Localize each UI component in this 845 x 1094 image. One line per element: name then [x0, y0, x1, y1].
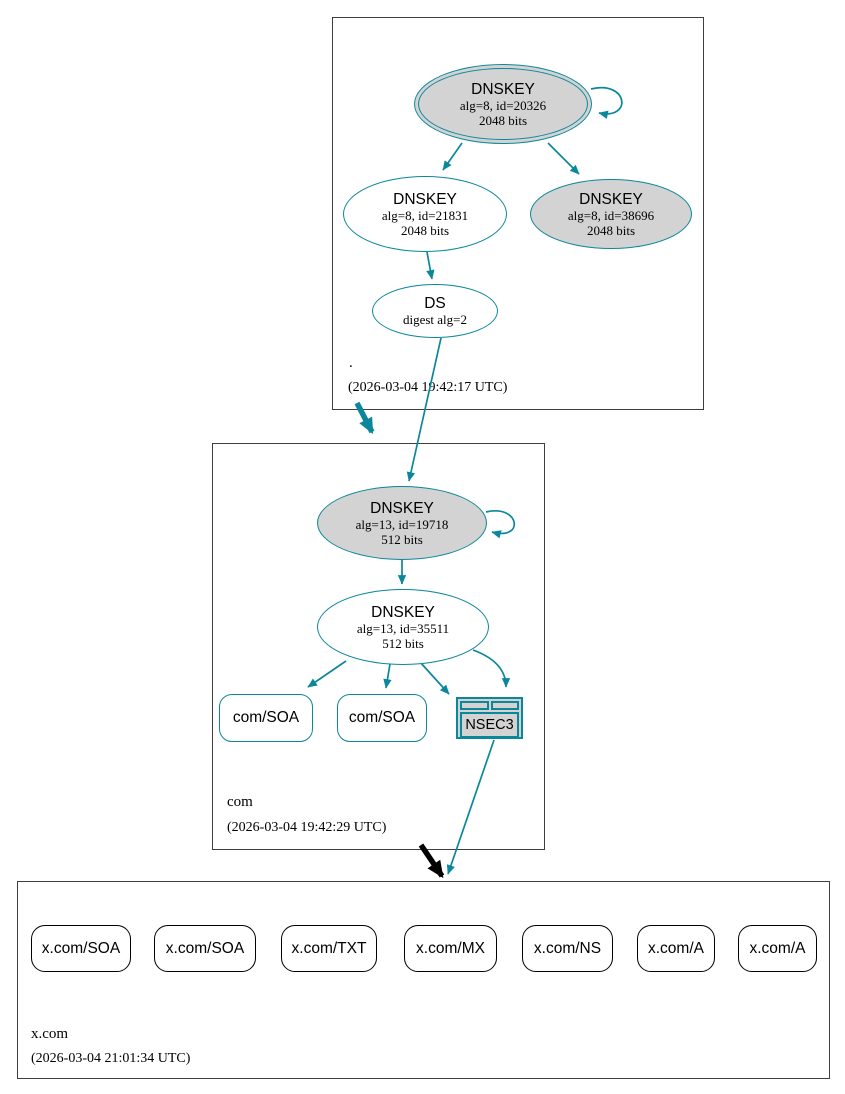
nsec3-record-cell-2 [490, 701, 519, 710]
rrset-label: x.com/A [648, 939, 704, 957]
rrset-label: com/SOA [232, 709, 300, 726]
zone-timestamp-xcom: (2026-03-04 21:01:34 UTC) [31, 1051, 191, 1066]
rrset-label: x.com/NS [533, 939, 602, 957]
zone-box-xcom [17, 881, 830, 1079]
rrset-label: x.com/TXT [291, 939, 367, 957]
dnskey-bits: 2048 bits [478, 112, 528, 128]
dnskey-alg-id: alg=8, id=20326 [459, 97, 547, 113]
zone-name-root: . [349, 355, 353, 371]
dnskey-title: DNSKEY [471, 80, 535, 98]
dnskey-bits: 2048 bits [400, 222, 450, 238]
rrset-label: x.com/SOA [41, 939, 121, 957]
rrset-node-xcom-a-1: x.com/A [637, 925, 715, 972]
rrset-label: com/SOA [348, 709, 416, 726]
dnskey-alg-id: alg=8, id=38696 [567, 207, 655, 223]
rrset-node-xcom-a-2: x.com/A [738, 925, 817, 972]
rrset-node-xcom-ns: x.com/NS [522, 925, 613, 972]
nsec3-header-row [460, 701, 519, 710]
dnskey-title: DNSKEY [579, 190, 643, 208]
zone-box-com [212, 443, 545, 850]
nsec3-node-com: NSEC3 [456, 697, 523, 739]
ds-digest-alg: digest alg=2 [402, 312, 468, 327]
rrset-node-xcom-mx: x.com/MX [404, 925, 497, 972]
rrset-label: x.com/SOA [165, 939, 245, 957]
dnskey-node-com-ksk-19718: DNSKEY alg=13, id=19718 512 bits [317, 486, 487, 560]
zone-box-root [332, 17, 704, 410]
rrset-node-xcom-txt: x.com/TXT [281, 925, 377, 972]
dnskey-title: DNSKEY [371, 603, 435, 621]
rrset-label: x.com/A [749, 939, 806, 957]
rrset-node-com-soa-1: com/SOA [219, 694, 313, 742]
dnskey-alg-id: alg=13, id=19718 [355, 516, 449, 532]
dnskey-title: DNSKEY [370, 499, 434, 517]
zone-timestamp-root: (2026-03-04 19:42:17 UTC) [348, 380, 508, 395]
rrset-node-xcom-soa-2: x.com/SOA [154, 925, 256, 972]
dnskey-node-com-zsk-35511: DNSKEY alg=13, id=35511 512 bits [317, 589, 489, 665]
rrset-node-xcom-soa-1: x.com/SOA [31, 925, 131, 972]
dnskey-node-root-zsk-21831: DNSKEY alg=8, id=21831 2048 bits [343, 176, 507, 252]
ds-node-root: DS digest alg=2 [372, 284, 498, 338]
dnskey-alg-id: alg=8, id=21831 [381, 207, 469, 223]
dnskey-node-root-ksk-20326: DNSKEY alg=8, id=20326 2048 bits [414, 64, 592, 144]
dnskey-alg-id: alg=13, id=35511 [356, 620, 450, 636]
ds-title: DS [424, 295, 446, 312]
zone-name-com: com [227, 794, 253, 810]
zone-name-xcom: x.com [31, 1026, 69, 1042]
rrset-label: x.com/MX [416, 939, 485, 957]
nsec3-record-cell-1 [460, 701, 489, 710]
nsec3-label: NSEC3 [460, 712, 519, 738]
zone-timestamp-com: (2026-03-04 19:42:29 UTC) [227, 820, 387, 835]
dnskey-node-root-38696: DNSKEY alg=8, id=38696 2048 bits [530, 179, 692, 249]
dnskey-bits: 512 bits [381, 531, 423, 547]
rrset-node-com-soa-2: com/SOA [337, 694, 427, 742]
dnskey-bits: 2048 bits [586, 222, 636, 238]
dnskey-bits: 512 bits [382, 635, 424, 651]
dnskey-title: DNSKEY [393, 190, 457, 208]
